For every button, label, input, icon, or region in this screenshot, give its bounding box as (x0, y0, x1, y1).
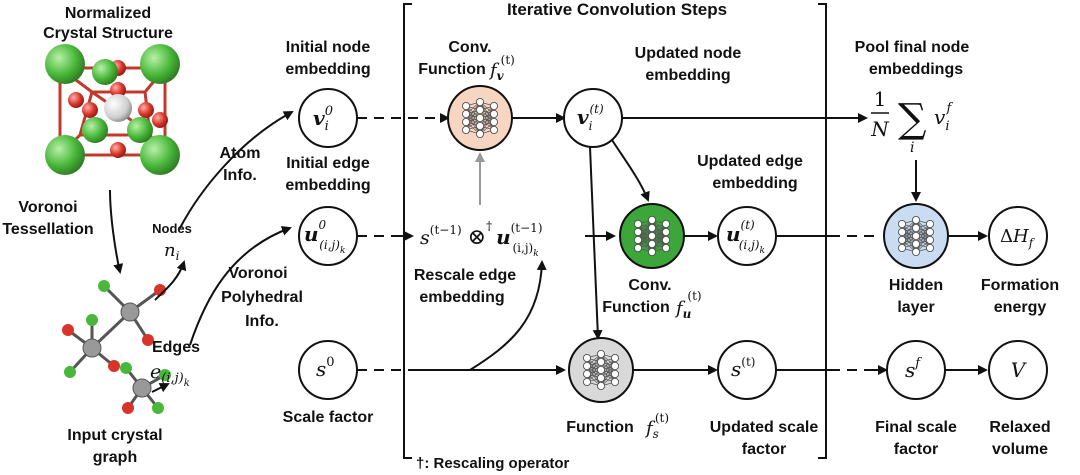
initial-edge-label-1: Initial edge (286, 155, 370, 172)
svg-text:i: i (910, 140, 914, 156)
hidden-label-2: layer (897, 299, 934, 316)
rescale-label-1: Rescale edge (414, 267, 516, 284)
neural-network-icon (898, 215, 935, 256)
hidden-label-1: Hidden (889, 277, 943, 294)
conv-v-label-2: Function (418, 61, 486, 78)
svg-text:∑: ∑ (898, 96, 927, 142)
rescale-label-2: embedding (419, 289, 504, 306)
nodes-symbol: ni (164, 240, 180, 263)
crystal-title-2: Crystal Structure (43, 25, 173, 42)
initial-node-symbol: vi0 (313, 104, 333, 134)
svg-text:N: N (870, 117, 890, 141)
conv-u-label-2: Function (602, 299, 670, 316)
atom-info-label-2: Info. (223, 167, 257, 184)
formation-energy-node (988, 206, 1048, 266)
scale-factor-label: Scale factor (283, 409, 374, 426)
initial-scale-factor (298, 340, 358, 400)
input-graph-label-2: graph (93, 449, 137, 466)
updated-node-embedding (563, 88, 623, 148)
initial-node-label-1: Initial node (286, 39, 371, 56)
voronoi-label-1: Voronoi (18, 199, 77, 216)
updated-scale-label-2: factor (742, 441, 786, 458)
polyhedral-info-label-2: Polyhedral (221, 289, 303, 306)
relaxed-label-2: volume (992, 441, 1048, 458)
crystal-title-1: Normalized (65, 5, 151, 22)
conv-u-label-1: Conv. (628, 277, 671, 294)
final-scale-label-1: Final scale (875, 419, 957, 436)
polyhedral-info-arrow (189, 226, 292, 346)
updated-node-to-func-s-arrow (589, 146, 603, 340)
crystal-structure-icon (45, 44, 180, 175)
updated-node-label-1: Updated node (635, 45, 742, 62)
steps-bracket-left (403, 3, 412, 459)
func-s-label: Function (566, 419, 634, 436)
svg-text:vif: vif (934, 101, 953, 134)
pool-label-2: embeddings (869, 61, 963, 78)
polyhedral-info-label-1: Voronoi (228, 265, 287, 282)
updated-node-to-conv-u-arrow (611, 139, 650, 202)
neural-network-icon (461, 98, 498, 138)
atom-info-label-1: Atom (220, 145, 261, 162)
crystal-graph-icon (62, 280, 171, 414)
neural-network-icon (634, 215, 671, 256)
relaxed-volume-symbol: V (1011, 358, 1028, 382)
updated-node-label-2: embedding (645, 67, 730, 84)
pool-formula: 1 N ∑ i vif (870, 87, 953, 156)
graph-to-edges-arrow (151, 383, 170, 393)
updated-edge-label-2: embedding (712, 175, 797, 192)
rescale-expression: s(t−1)⊗†u(t−1)(i,j)k (420, 219, 543, 259)
edges-word: Edges (152, 339, 200, 356)
steps-bracket-right (818, 3, 827, 459)
initial-node-label-2: embedding (285, 61, 370, 78)
formation-energy-symbol: ΔHf (1000, 226, 1036, 250)
conv-u-symbol: fu(t) (674, 289, 702, 321)
updated-edge-label-1: Updated edge (697, 153, 803, 170)
input-graph-label-1: Input crystal (67, 427, 162, 444)
final-scale-label-2: factor (894, 441, 938, 458)
relaxed-label-1: Relaxed (989, 419, 1050, 436)
formation-label-1: Formation (981, 277, 1059, 294)
conv-v-symbol: fv(t) (488, 53, 515, 83)
pool-label-1: Pool final node (855, 39, 970, 56)
updated-scale-factor (717, 340, 777, 400)
svg-text:1: 1 (874, 87, 887, 111)
initial-edge-label-2: embedding (285, 177, 370, 194)
func-s-symbol: fs(t) (644, 411, 669, 441)
relaxed-volume-node (988, 340, 1048, 400)
edges-symbol: e(i,j)k (150, 361, 190, 389)
rescaling-note: †: Rescaling operator (416, 455, 570, 472)
steps-title: Iterative Convolution Steps (507, 0, 727, 19)
polyhedral-info-label-3: Info. (245, 313, 279, 330)
formation-label-2: energy (994, 299, 1047, 316)
scale-to-rescale-arrow (469, 260, 547, 371)
neural-network-icon (583, 349, 620, 390)
voronoi-label-2: Tessellation (2, 221, 93, 238)
graph-to-nodes-arrow (154, 260, 187, 301)
tessellation-arrow (109, 189, 124, 274)
nodes-word: Nodes (152, 221, 192, 236)
atom-info-arrow (179, 111, 294, 229)
conv-v-label-1: Conv. (448, 39, 491, 56)
updated-scale-label-1: Updated scale (710, 419, 819, 436)
